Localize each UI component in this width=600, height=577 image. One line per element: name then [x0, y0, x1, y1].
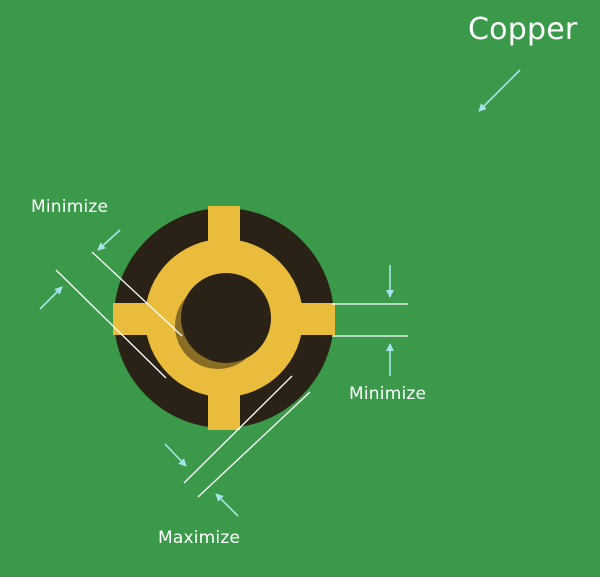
copper-pointer-arrow-icon	[478, 69, 521, 112]
minimize-label-right: Minimize	[349, 384, 427, 404]
dimension-line-diagonal-3	[183, 375, 293, 484]
dimension-line-diagonal-2	[55, 269, 167, 379]
maximize-label: Maximize	[158, 528, 241, 548]
arrow-up-right-icon	[39, 286, 63, 310]
dimension-line-diagonal-4	[197, 391, 311, 498]
drill-hole	[181, 273, 271, 363]
arrow-down-left-icon	[97, 229, 121, 251]
arrow-up-left-icon	[215, 493, 239, 517]
copper-label: Copper	[468, 12, 578, 47]
dimension-line-diagonal-1	[91, 251, 183, 337]
arrow-down-right-icon	[164, 443, 187, 467]
minimize-label-left: Minimize	[31, 197, 109, 217]
